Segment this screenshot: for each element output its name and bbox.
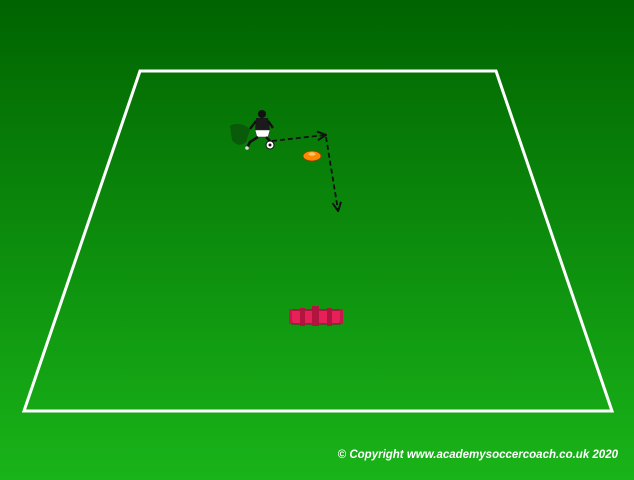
pitch-boundary: [21, 69, 615, 413]
cone: [302, 150, 322, 162]
soccer-ball: [265, 140, 275, 150]
copyright-notice: © Copyright www.academysoccercoach.co.uk…: [337, 449, 618, 461]
dribble-arrow-down: [325, 136, 338, 210]
mannequins: [289, 306, 343, 326]
dribble-arrow-right: [271, 135, 325, 142]
soccer-player: [230, 110, 274, 150]
